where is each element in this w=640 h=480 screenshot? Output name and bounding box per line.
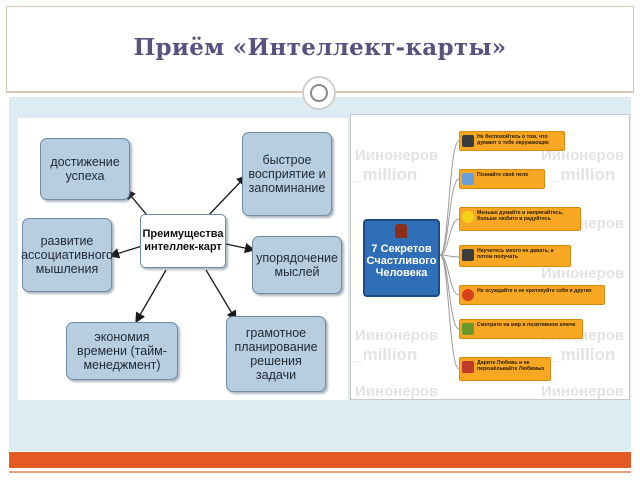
badge-icon [462, 289, 474, 301]
branch-item: Меньше думайте и напрягайтесь, больше лю… [459, 207, 581, 231]
mindmap-connectors [439, 140, 460, 370]
watermark: Иинонеров [355, 147, 439, 164]
accent-bar [9, 452, 631, 468]
branch-item: Смотрите на мир в позитивном ключе [459, 319, 583, 339]
watermark: Иинонеров [355, 327, 439, 344]
arrow-to-assoc [108, 245, 143, 259]
branch-item: Не осуждайте и не критикуйте себя и друг… [459, 285, 605, 305]
watermark: _million [551, 345, 616, 364]
watermark: _million [353, 165, 418, 184]
branch-item: Не беспокойтесь о том, что думают о тебе… [459, 131, 565, 151]
arrow-to-order [225, 243, 256, 254]
ring-ornament-icon [302, 76, 336, 110]
diagram-arrows [108, 175, 256, 324]
gift-icon [462, 361, 474, 373]
node-center: Преимущества интеллек-карт [140, 214, 226, 268]
watermark: _million [551, 165, 616, 184]
branch-item: Дарите Любовь и не перешёльвайте Любимых [459, 357, 551, 381]
secrets-mindmap: Иинонеров Иинонеров _million _million Ии… [350, 114, 630, 400]
checkered-flag-icon [462, 249, 474, 261]
node-assoc: развитие ассоциативного мышления [21, 218, 113, 292]
node-fast: быстрое восприятие и запоминание [242, 132, 332, 216]
node-plan: грамотное планирование решения задачи [226, 316, 326, 392]
watermark: Иинонеров [541, 147, 625, 164]
arrow-to-time [135, 269, 167, 324]
mindmap-center: 7 Секретов Счастливого Человека [363, 219, 440, 297]
node-success: достижение успеха [40, 138, 130, 200]
watermark: _million [353, 345, 418, 364]
node-order: упорядочение мыслей [252, 236, 342, 294]
face-icon [462, 173, 474, 185]
watermark: Иинонеров [355, 383, 439, 400]
watermark: Иинонеров [541, 265, 625, 282]
arrow-to-plan [205, 269, 237, 322]
arrow-to-fast [205, 175, 247, 219]
house-icon [395, 224, 407, 238]
node-time: экономия времени (тайм-менеджмент) [66, 322, 178, 380]
ring-inner [310, 84, 328, 102]
traffic-light-icon [462, 135, 474, 147]
branch-item: Познайте своё пело [459, 169, 545, 189]
benefits-diagram: достижение успеха быстрое восприятие и з… [18, 118, 348, 400]
accent-line [9, 471, 631, 473]
watermark: Иинонеров [541, 383, 625, 400]
plant-icon [462, 323, 474, 335]
sun-icon [462, 211, 474, 223]
branch-item: Научитесь много не давать, а потом получ… [459, 245, 571, 267]
slide-title: Приём «Интеллект-карты» [133, 34, 507, 61]
